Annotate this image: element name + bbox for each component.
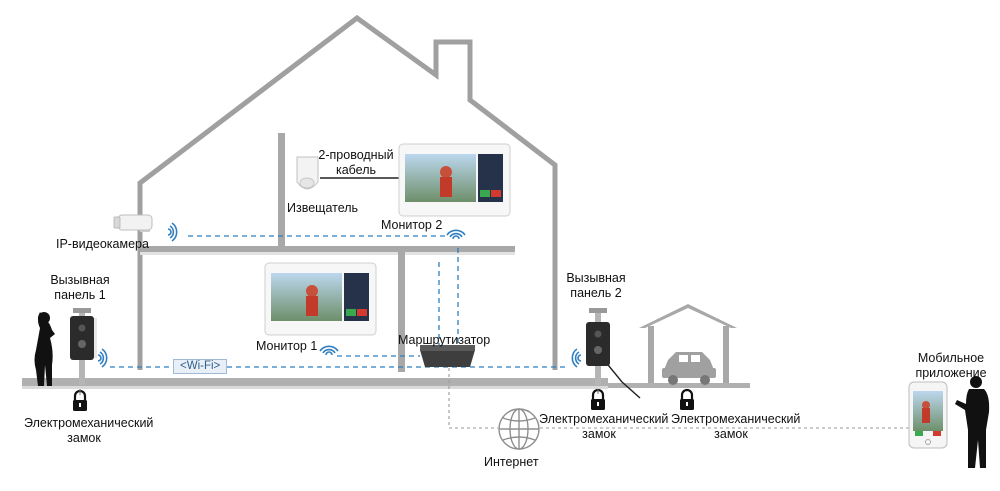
- two-wire-cable-label-line1: 2-проводный: [318, 148, 394, 162]
- call-panel-1-device: [70, 308, 97, 385]
- monitor-1-label: Монитор 1: [256, 339, 318, 353]
- router-device: [420, 345, 475, 367]
- mobile-app-label: Мобильное приложение: [904, 351, 998, 381]
- mobile-app-label-line1: Мобильное: [917, 351, 985, 365]
- camera-icon: [113, 214, 153, 232]
- monitor-2-label: Монитор 2: [381, 218, 443, 232]
- call-panel-1-label-line1: Вызывная: [50, 273, 110, 287]
- lock-posts: [79, 389, 599, 395]
- lock-2-label-line2: замок: [582, 427, 616, 441]
- ip-camera-label: IP-видеокамера: [56, 237, 149, 251]
- lock-2-label-line1: Электромеханический: [539, 412, 669, 426]
- call-panel-2-label-line2: панель 2: [570, 286, 622, 300]
- mobile-app-label-line2: приложение: [915, 366, 987, 380]
- two-wire-cable: [320, 177, 641, 399]
- router-label: Маршрутизатор: [398, 333, 491, 347]
- two-wire-cable-label-line2: кабель: [335, 163, 377, 177]
- person-icon: [34, 312, 55, 386]
- call-panel-2-label: Вызывная панель 2: [550, 271, 642, 301]
- lock-3-label-line2: замок: [714, 427, 748, 441]
- car-icon: [662, 352, 716, 385]
- monitor-2-device: [398, 143, 511, 217]
- garage: [608, 304, 750, 388]
- lock-2-label: Электромеханический замок: [539, 412, 669, 442]
- lock-1-label-line2: замок: [67, 431, 101, 445]
- lock-3-label: Электромеханический замок: [671, 412, 801, 442]
- monitor-1-device: [264, 262, 377, 336]
- mobile-phone-device: [908, 381, 948, 449]
- lock-1-label-line1: Электромеханический: [24, 416, 154, 430]
- globe-icon: [498, 408, 540, 450]
- detector-label: Извещатель: [287, 201, 359, 215]
- wifi-label: <Wi-Fi>: [173, 359, 228, 374]
- call-panel-2-label-line1: Вызывная: [566, 271, 626, 285]
- lock-1-label: Электромеханический замок: [24, 416, 154, 446]
- internet-link: [448, 368, 915, 429]
- detector-icon: [296, 156, 319, 190]
- house-outline: [137, 14, 558, 370]
- internet-label: Интернет: [484, 455, 539, 469]
- house-structure: [22, 133, 608, 389]
- call-panel-1-label-line2: панель 1: [54, 288, 106, 302]
- lock-icon: [71, 388, 696, 413]
- lock-3-label-line1: Электромеханический: [671, 412, 801, 426]
- call-panel-1-label: Вызывная панель 1: [34, 273, 126, 303]
- person-icon: [955, 376, 990, 468]
- two-wire-cable-label: 2-проводный кабель: [316, 148, 396, 178]
- call-panel-2-device: [586, 308, 610, 385]
